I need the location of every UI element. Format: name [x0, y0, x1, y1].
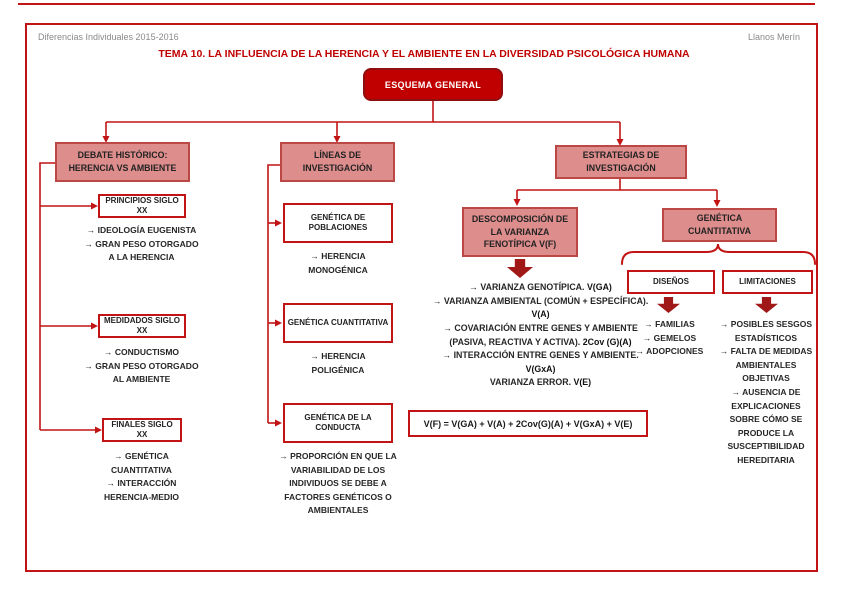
- bullet-item: → PROPORCIÓN EN QUE LA VARIABILIDAD DE L…: [279, 451, 397, 516]
- bullet-item: → POSIBLES SESGOS ESTADÍSTICOS: [719, 319, 813, 343]
- list-limitaciones: → POSIBLES SESGOS ESTADÍSTICOS → FALTA DE…: [717, 318, 815, 468]
- list-medidados: → CONDUCTISMO → GRAN PESO OTORGADO AL AMB…: [84, 346, 199, 387]
- list-disenos: → FAMILIAS → GEMELOS → ADOPCIONES: [622, 318, 717, 359]
- node-finales-siglo-xx: FINALES SIGLO XX: [102, 418, 182, 442]
- list-varianza: → VARIANZA GENOTÍPICA. V(GA) → VARIANZA A…: [428, 281, 653, 390]
- node-genetica-conducta: GENÉTICA DE LA CONDUCTA: [283, 403, 393, 443]
- formula-box: V(F) = V(GA) + V(A) + 2Cov(G)(A) + V(GxA…: [408, 410, 648, 437]
- node-genetica-cuantitativa-right: GENÉTICA CUANTITATIVA: [662, 208, 777, 242]
- bullet-item: → GEMELOS: [642, 332, 697, 343]
- node-descomposicion-varianza: DESCOMPOSICIÓN DE LA VARIANZA FENOTÍPICA…: [462, 207, 578, 257]
- node-genetica-poblaciones: GENÉTICA DE POBLACIONES: [283, 203, 393, 243]
- bullet-item: → AUSENCIA DE EXPLICACIONES SOBRE CÓMO S…: [727, 386, 805, 465]
- bullet-item: → VARIANZA GENOTÍPICA. V(GA): [469, 282, 612, 292]
- node-medidados-siglo-xx: MEDIDADOS SIGLO XX: [98, 314, 186, 338]
- node-genetica-cuantitativa-mid: GENÉTICA CUANTITATIVA: [283, 303, 393, 343]
- branch-estrategias-investigacion: ESTRATEGIAS DE INVESTIGACIÓN: [555, 145, 687, 179]
- branch-debate-historico: DEBATE HISTÓRICO: HERENCIA VS AMBIENTE: [55, 142, 190, 182]
- bullet-item: VARIANZA ERROR. V(E): [489, 377, 592, 388]
- list-finales: → GENÉTICA CUANTITATIVA → INTERACCIÓN HER…: [84, 450, 199, 504]
- bullet-item: → GRAN PESO OTORGADO A LA HERENCIA: [84, 238, 199, 263]
- bullet-item: → HERENCIA POLIGÉNICA: [310, 351, 366, 375]
- list-principios: → IDEOLOGÍA EUGENISTA → GRAN PESO OTORGAD…: [84, 224, 199, 265]
- branch-lineas-investigacion: LÍNEAS DE INVESTIGACIÓN: [280, 142, 395, 182]
- bullet-item: → GENÉTICA CUANTITATIVA: [111, 451, 172, 475]
- bullet-item: → INTERACCIÓN HERENCIA-MEDIO: [103, 478, 180, 502]
- node-disenos: DISEÑOS: [627, 270, 715, 294]
- root-node-esquema-general: ESQUEMA GENERAL: [363, 68, 503, 101]
- bullet-item: → CONDUCTISMO: [103, 347, 180, 357]
- node-principios-siglo-xx: PRINCIPIOS SIGLO XX: [98, 194, 186, 218]
- bullet-item: → FAMILIAS: [644, 319, 695, 329]
- page-title: TEMA 10. LA INFLUENCIA DE LA HERENCIA Y …: [158, 48, 690, 60]
- bullet-item: → HERENCIA MONOGÉNICA: [308, 251, 368, 275]
- bullet-item: → COVARIACIÓN ENTRE GENES Y AMBIENTE (PA…: [443, 322, 638, 347]
- page-frame: [25, 23, 818, 572]
- author-label: Llanos Merín: [747, 32, 800, 42]
- bullet-item: → VARIANZA AMBIENTAL (COMÚN + ESPECÍFICA…: [432, 295, 649, 320]
- bullet-item: → INTERACCIÓN ENTRE GENES Y AMBIENTE. V(…: [442, 350, 639, 374]
- course-label: Diferencias Individuales 2015-2016: [38, 32, 179, 42]
- bullet-item: → IDEOLOGÍA EUGENISTA: [86, 225, 197, 235]
- node-limitaciones: LIMITACIONES: [722, 270, 813, 294]
- bullet-item: → ADOPCIONES: [635, 346, 704, 357]
- bullet-item: → GRAN PESO OTORGADO AL AMBIENTE: [84, 360, 199, 385]
- list-genetica-poblaciones: → HERENCIA MONOGÉNICA: [283, 250, 393, 277]
- top-rule-line: [18, 3, 815, 5]
- bullet-item: → FALTA DE MEDIDAS AMBIENTALES OBJETIVAS: [719, 346, 813, 384]
- list-genetica-cuantitativa-mid: → HERENCIA POLIGÉNICA: [283, 350, 393, 377]
- list-genetica-conducta: → PROPORCIÓN EN QUE LA VARIABILIDAD DE L…: [278, 450, 398, 518]
